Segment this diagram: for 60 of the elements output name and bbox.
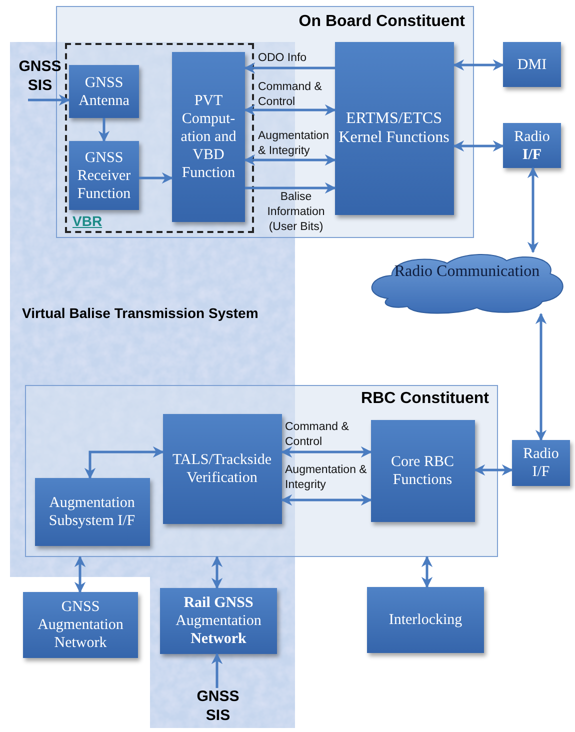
connector-arrow (280, 446, 372, 458)
edge-label: Command & Control (285, 420, 350, 450)
box-label: Interlocking (388, 611, 462, 629)
box-label: DMI (517, 56, 547, 74)
connector-arrow (84, 446, 164, 480)
connector-arrow (452, 140, 504, 152)
process-box (69, 65, 139, 118)
dashed-group-box (64, 42, 254, 232)
process-box (160, 588, 277, 654)
box-label: Radio I/F (522, 445, 560, 481)
process-box (172, 52, 245, 222)
group-label: VBR (72, 212, 102, 228)
process-box (370, 420, 474, 522)
connector-arrow (98, 118, 110, 142)
connector-arrow (527, 166, 539, 254)
signal-label: GNSS SIS (18, 58, 62, 96)
edge-label: Augmentation & Integrity (258, 129, 330, 159)
connector-arrow (74, 556, 86, 594)
connector-arrow (535, 312, 547, 442)
edge-label: Balise Information (User Bits) (266, 190, 326, 235)
edge-label: Augmentation & Integrity (285, 463, 368, 493)
connector-arrow (211, 556, 223, 590)
box-label: Augmentation Subsystem I/F (48, 494, 136, 530)
system-title: Virtual Balise Transmission System (22, 305, 258, 321)
edge-label: ODO Info (258, 51, 308, 66)
box-label: Radio I/F (513, 128, 551, 164)
process-box (503, 123, 561, 168)
process-box (512, 440, 570, 486)
connector-arrow (28, 94, 70, 106)
connector-arrow (452, 59, 504, 71)
connector-arrow (245, 182, 336, 194)
cloud-label: Radio Communication (393, 262, 541, 282)
process-box (334, 42, 454, 214)
box-label: TALS/Trackside Verification (171, 450, 273, 486)
process-box (23, 592, 138, 658)
box-label: GNSS Augmentation Network (36, 598, 124, 652)
panel-title: On Board Constituent (298, 13, 465, 31)
box-label: GNSS Antenna (78, 74, 130, 110)
box-label: PVT Comput-ation and VBD Function (180, 92, 238, 182)
box-label: GNSS Receiver Function (76, 148, 132, 202)
connector-arrow (474, 464, 514, 476)
signal-label: GNSS SIS (196, 688, 240, 726)
process-box (503, 42, 561, 87)
connector-arrow (139, 172, 174, 184)
connector-arrow (244, 62, 335, 74)
process-box (34, 478, 150, 546)
edge-label: Command & Control (258, 80, 323, 110)
process-box (162, 414, 282, 524)
box-label: Rail GNSS Augmentation Network (174, 594, 262, 648)
connector-arrow (280, 494, 372, 506)
box-label: Core RBC Functions (390, 452, 455, 488)
process-box (367, 587, 484, 653)
connector-arrow (421, 556, 433, 588)
connector-arrow (244, 104, 336, 116)
panel-title: RBC Constituent (361, 390, 489, 408)
connector-arrow (244, 154, 336, 166)
constituent-panel (25, 385, 498, 557)
connector-arrow (211, 652, 223, 688)
process-box (69, 141, 139, 210)
box-label: ERTMS/ETCS Kernel Functions (338, 108, 450, 148)
